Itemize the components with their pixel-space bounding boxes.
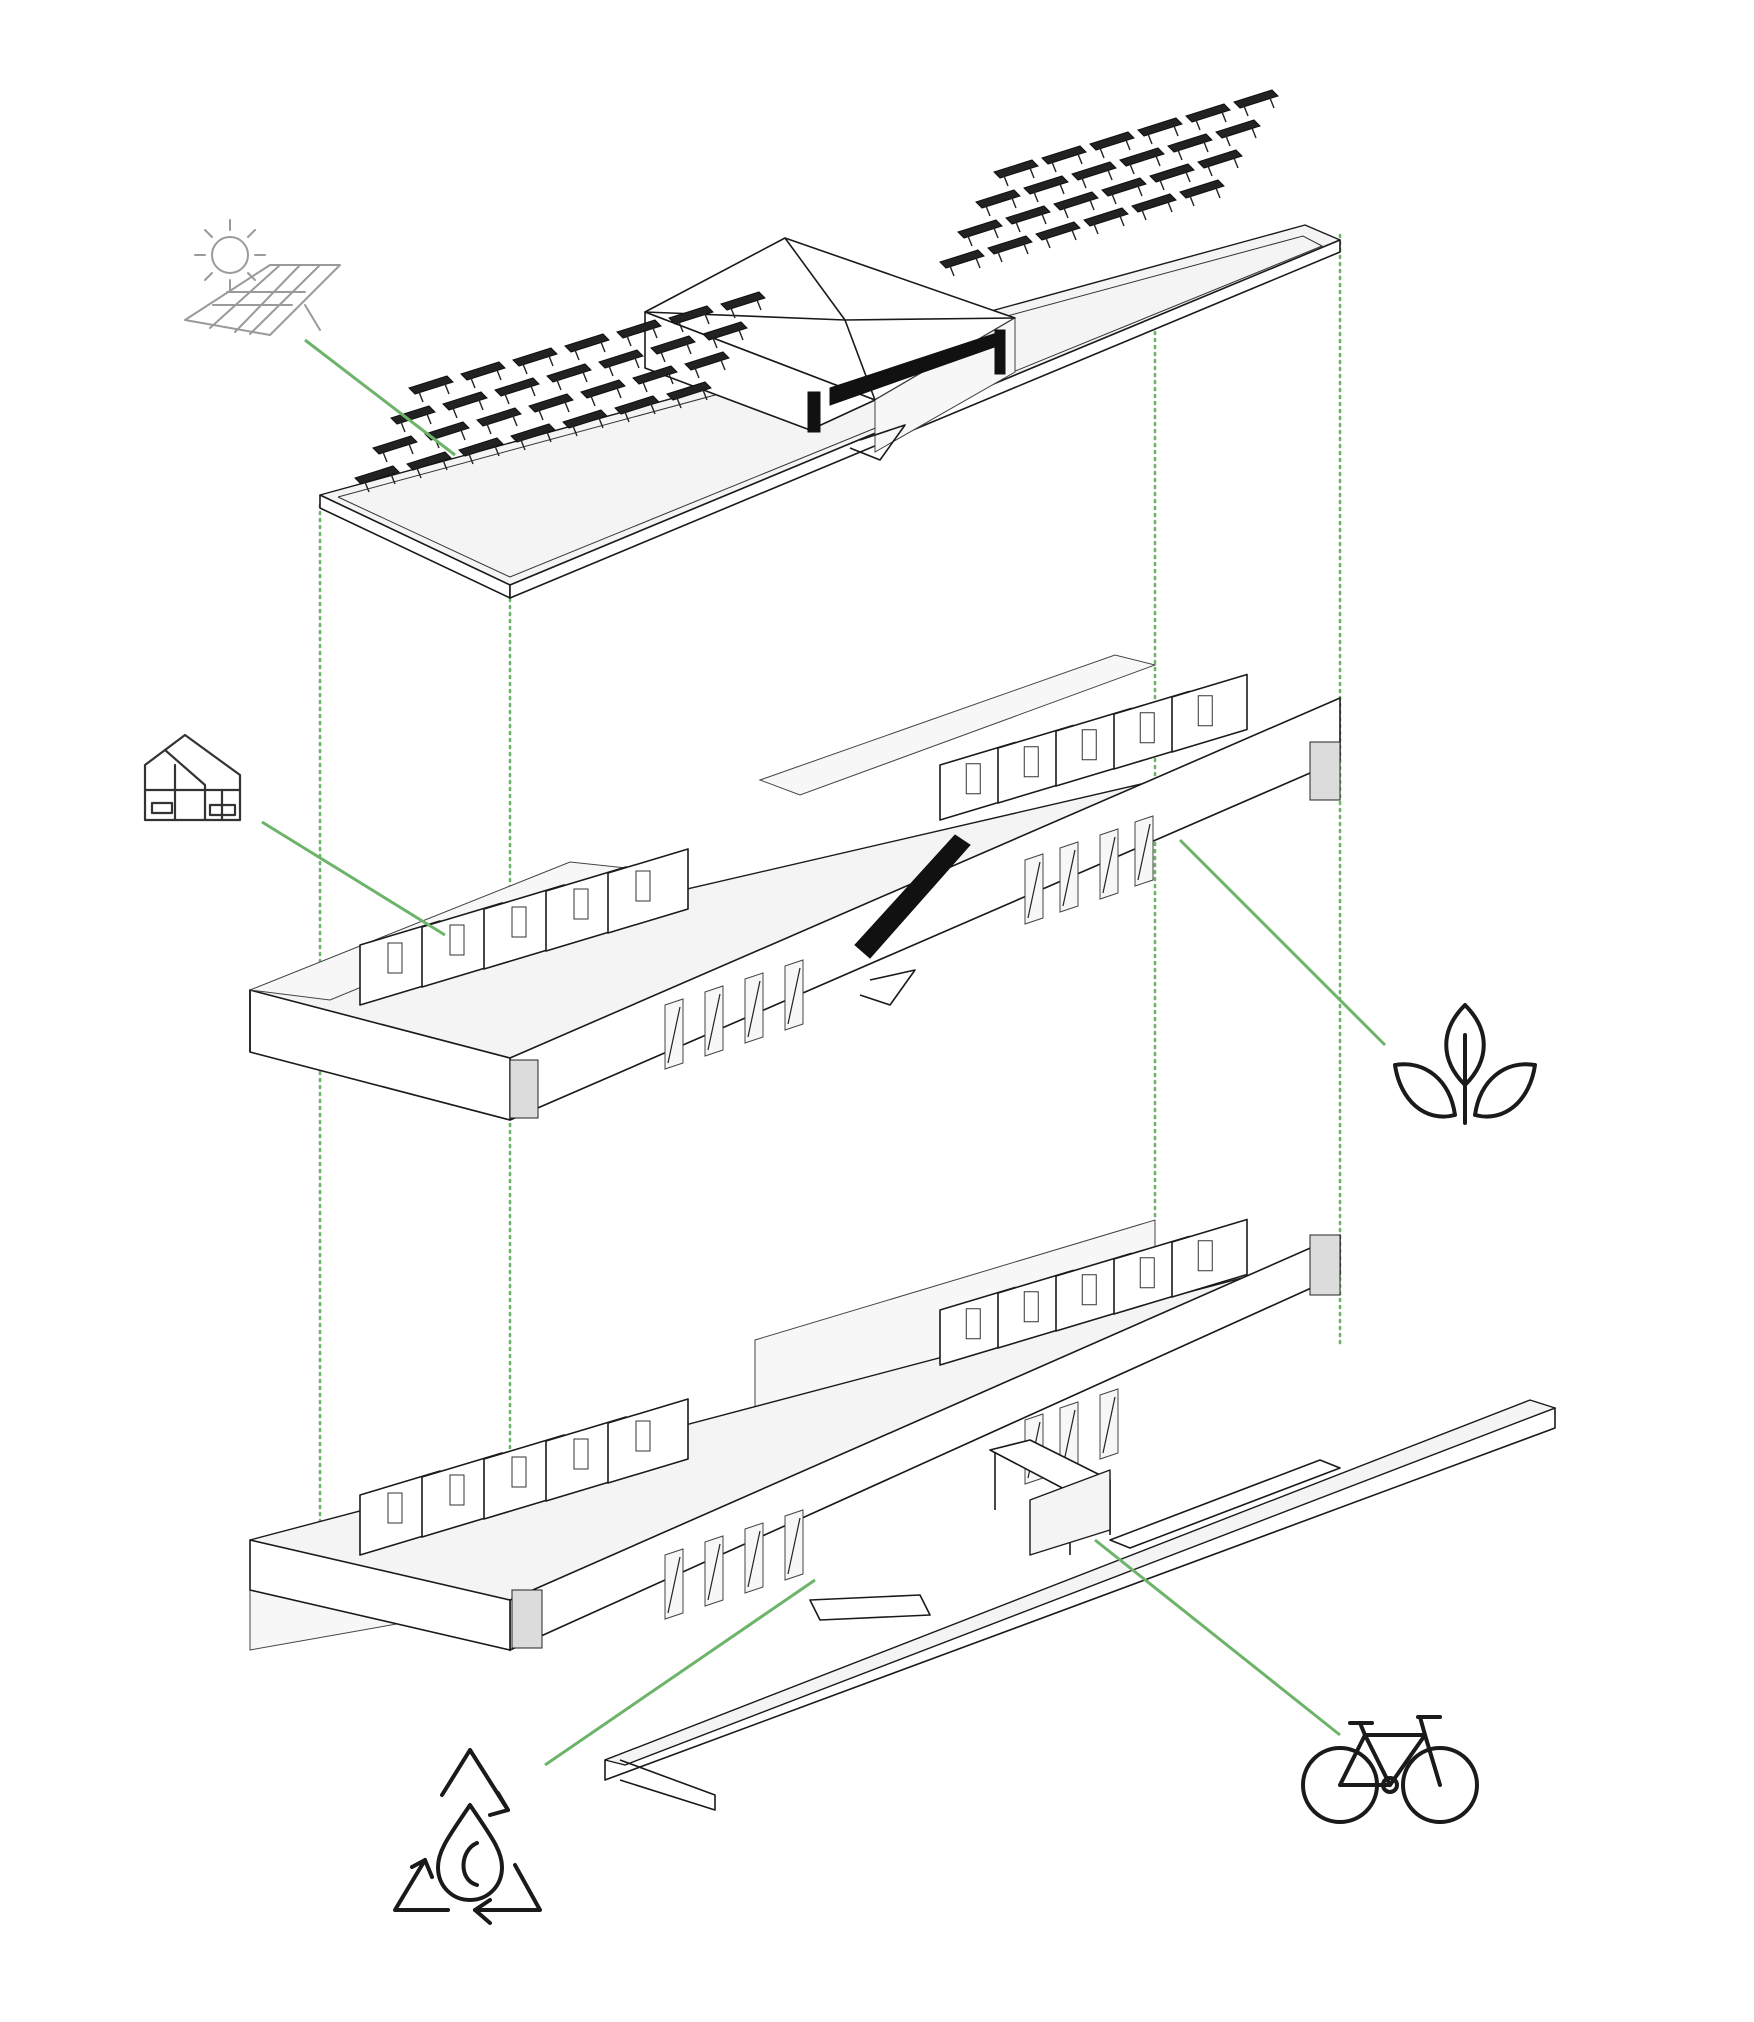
solar-panel (1233, 89, 1279, 109)
window (635, 870, 651, 902)
planting-ground (511, 1234, 1341, 1649)
solar-panel (702, 321, 748, 341)
ground-floor-level (249, 1218, 1341, 1651)
solar-panel (1167, 133, 1213, 153)
upper-floor-level (249, 654, 1341, 1121)
room-wall (607, 848, 689, 934)
window (635, 1420, 651, 1452)
solar-panel (614, 395, 660, 415)
solar-panel (1035, 221, 1081, 241)
solar-panel (1053, 191, 1099, 211)
solar-panel (1101, 177, 1147, 197)
window (965, 1308, 981, 1340)
solar-panel (528, 393, 574, 413)
solar-panel (1089, 131, 1135, 151)
solar-panel (632, 365, 678, 385)
solar-panel (1185, 103, 1231, 123)
solar-panel (666, 381, 712, 401)
solar-panel (494, 377, 540, 397)
solar-panel (442, 391, 488, 411)
solar-panel (458, 437, 504, 457)
roof-level (319, 89, 1341, 599)
solar-panel (372, 435, 418, 455)
solar-panel (684, 351, 730, 371)
solar-panel (650, 335, 696, 355)
window (387, 1492, 403, 1524)
room-wall (1171, 1218, 1248, 1298)
solar-panel (598, 349, 644, 369)
window (965, 763, 981, 795)
solar-panel (424, 421, 470, 441)
solar-panel (408, 375, 454, 395)
solar-panel (406, 451, 452, 471)
window (1139, 1257, 1155, 1289)
solar-panel (562, 409, 608, 429)
window (1081, 729, 1097, 761)
window (1023, 1291, 1039, 1323)
solar-panel (1005, 205, 1051, 225)
solar-panel (1083, 207, 1129, 227)
solar-panel (546, 363, 592, 383)
landscape-paths (604, 1399, 1556, 1811)
leaves-icon (1393, 1003, 1537, 1125)
window (449, 924, 465, 956)
solar-panel (580, 379, 626, 399)
solar-panel (510, 423, 556, 443)
planting-upper (509, 741, 1341, 1119)
solar-panel-array (354, 89, 1279, 493)
solar-panel (1071, 161, 1117, 181)
solar-panel (668, 305, 714, 325)
leader-lines (261, 338, 1387, 1767)
window (449, 1474, 465, 1506)
window (573, 1438, 589, 1470)
greenhouse-icon (143, 733, 242, 822)
solar-panel (957, 219, 1003, 239)
solar-panel (993, 159, 1039, 179)
solar-panel (512, 347, 558, 367)
bike-shelter (989, 1439, 1111, 1556)
solar-panel (1137, 117, 1183, 137)
solar-panel (460, 361, 506, 381)
solar-panel (390, 405, 436, 425)
room-wall (1171, 673, 1248, 753)
solar-panel (939, 249, 985, 269)
window (1081, 1274, 1097, 1306)
solar-panel (1215, 119, 1261, 139)
solar-panel (476, 407, 522, 427)
solar-panel (1041, 145, 1087, 165)
window (1139, 712, 1155, 744)
window (511, 1456, 527, 1488)
solar-panel (1131, 193, 1177, 213)
solar-panel (354, 465, 400, 485)
solar-panel (564, 333, 610, 353)
solar-panel (1119, 147, 1165, 167)
solar-panel (1179, 179, 1225, 199)
solar-panel (720, 291, 766, 311)
window (1197, 695, 1213, 727)
window (511, 906, 527, 938)
solar-panel (1197, 149, 1243, 169)
solar-panel (987, 235, 1033, 255)
water-recycle-icon (393, 1748, 542, 1925)
bicycle-icon (1301, 1715, 1479, 1824)
solar-panel-icon (184, 219, 341, 336)
solar-panel (1023, 175, 1069, 195)
window (387, 942, 403, 974)
room-wall (607, 1398, 689, 1484)
solar-panel (1149, 163, 1195, 183)
solar-panel (616, 319, 662, 339)
window (573, 888, 589, 920)
window (1197, 1240, 1213, 1272)
solar-panel (975, 189, 1021, 209)
window (1023, 746, 1039, 778)
